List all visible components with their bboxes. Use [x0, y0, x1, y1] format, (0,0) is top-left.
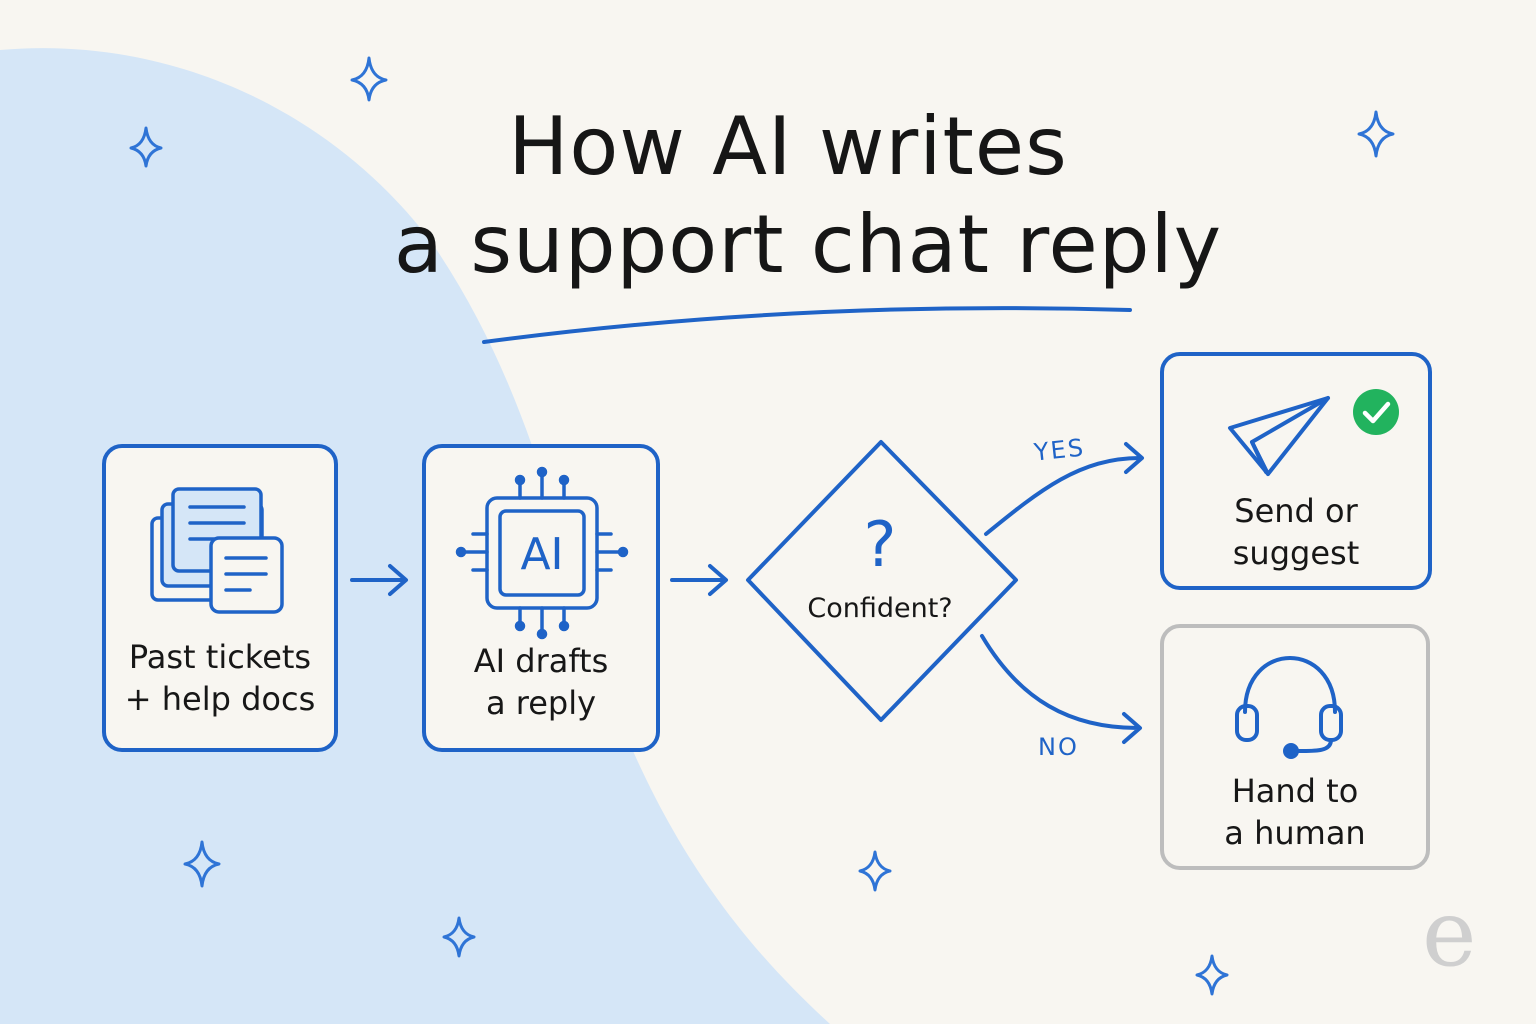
sparkle-icon	[129, 126, 163, 168]
node-label-line: a human	[1224, 814, 1366, 852]
sparkle-icon	[183, 840, 221, 888]
node-label-line: a reply	[485, 684, 597, 722]
brand-logo: e	[1422, 880, 1477, 987]
node-label-line: Send or	[1234, 492, 1358, 530]
background-panel	[0, 48, 830, 1024]
node-label-line: + help docs	[124, 680, 316, 718]
node-label-line: Past tickets	[128, 638, 312, 676]
sparkle-icon	[858, 850, 892, 892]
node-past-tickets: Past tickets + help docs	[102, 444, 338, 752]
sparkle-icon	[350, 56, 388, 102]
node-past-tickets-label: Past tickets + help docs	[106, 636, 334, 720]
sparkle-icon	[1357, 110, 1395, 158]
node-send-label: Send or suggest	[1164, 490, 1428, 574]
page-title-line-2: a support chat reply	[393, 198, 1223, 291]
edge-label-no: NO	[1038, 733, 1079, 761]
node-hand-to-human: Hand to a human	[1160, 624, 1430, 870]
node-label-line: Hand to	[1231, 772, 1359, 810]
node-label-line: AI drafts	[473, 642, 609, 680]
page-title-line-1: How AI writes	[508, 100, 1068, 193]
edge-label-yes: YES	[1032, 433, 1087, 467]
node-ai-drafts-label: AI drafts a reply	[426, 640, 656, 724]
node-human-label: Hand to a human	[1164, 770, 1426, 854]
node-label-line: suggest	[1232, 534, 1360, 572]
sparkle-icon	[1195, 954, 1229, 996]
sparkle-icon	[442, 916, 476, 958]
node-ai-drafts: AI drafts a reply	[422, 444, 660, 752]
node-send-or-suggest: Send or suggest	[1160, 352, 1432, 590]
